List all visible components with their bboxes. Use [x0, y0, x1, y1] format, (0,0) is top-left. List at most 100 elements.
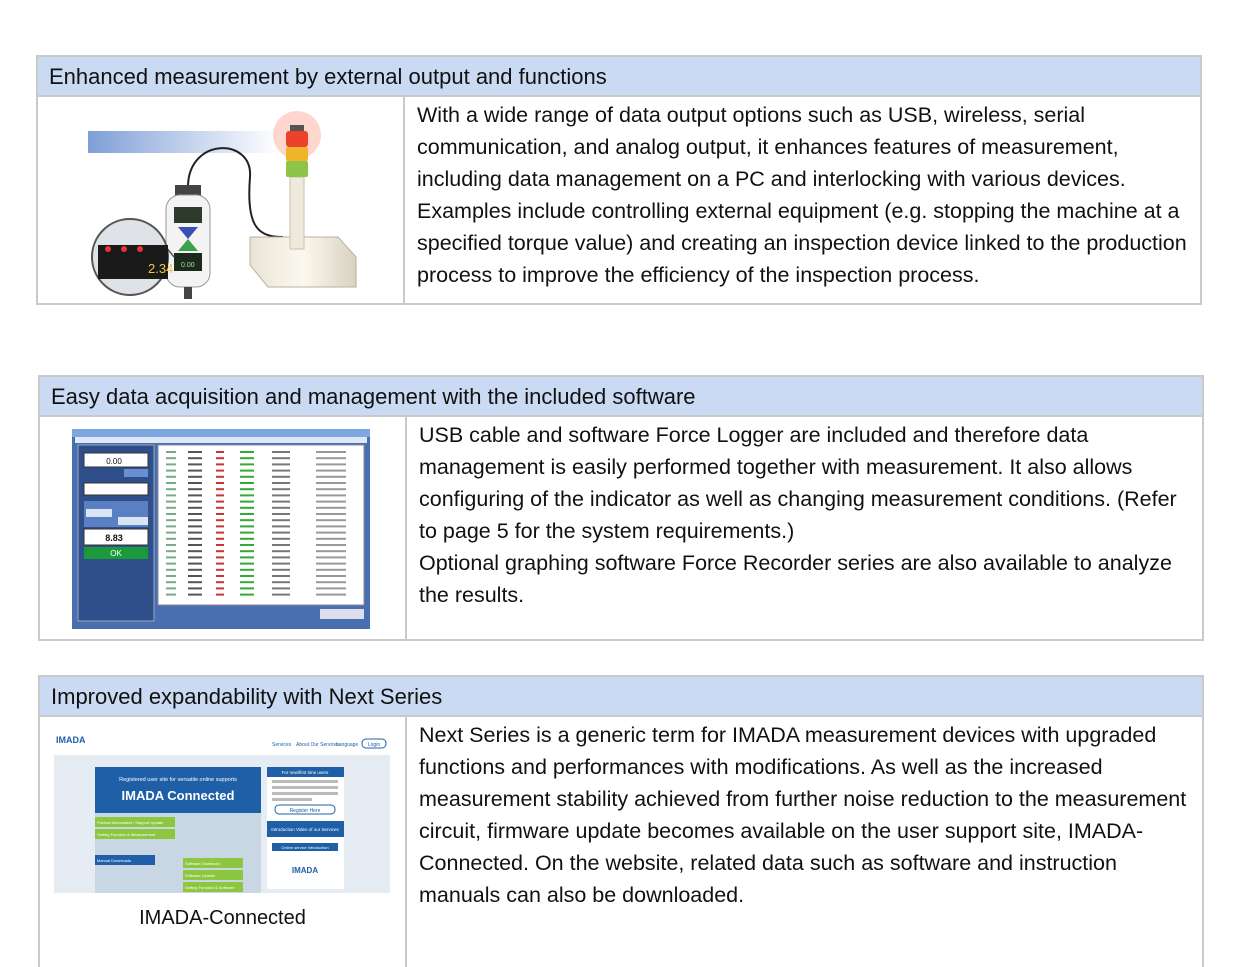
table-cell-mark [166, 513, 176, 515]
table-cell-mark [166, 494, 176, 497]
table-cell-mark [272, 451, 290, 453]
website-screenshot-cell: IMADA Services About Our Services Langua… [40, 717, 407, 967]
table-cell-mark [316, 593, 346, 596]
ok-indicator: OK [110, 549, 122, 558]
table-cell-mark [188, 451, 202, 453]
table-cell-mark [166, 544, 176, 546]
section-next-series: Improved expandability with Next Series … [38, 675, 1204, 967]
table-cell-mark [272, 581, 290, 584]
table-cell-mark [240, 562, 254, 565]
table-cell-mark [216, 556, 224, 559]
table-cell-mark [216, 475, 224, 478]
table-cell-mark [316, 531, 346, 534]
table-cell-mark [188, 500, 202, 503]
service-intro: Online service introduction [281, 845, 328, 850]
table-cell-mark [216, 469, 224, 472]
table-cell-mark [166, 593, 176, 596]
table-cell-mark [272, 550, 290, 553]
table-cell-mark [272, 556, 290, 559]
table-cell-mark [240, 482, 254, 484]
table-cell-mark [188, 587, 202, 590]
table-cell-mark [216, 581, 224, 584]
readout-value: 8.83 [105, 533, 123, 543]
cable [187, 147, 284, 238]
table-cell-mark [188, 469, 202, 472]
table-cell-mark [166, 556, 176, 559]
table-cell-mark [240, 575, 254, 577]
table-cell-mark [316, 581, 346, 584]
table-cell-mark [240, 457, 254, 460]
menu-item-6: Setting Function & Software [185, 885, 235, 890]
table-cell-mark [316, 469, 346, 472]
table-cell-mark [316, 500, 346, 503]
table-cell-mark [316, 525, 346, 528]
site-logo: IMADA [56, 735, 86, 745]
table-cell-mark [272, 482, 290, 484]
body-text-1: USB cable and software Force Logger are … [419, 423, 1177, 543]
table-cell-mark [188, 457, 202, 460]
table-cell-mark [316, 513, 346, 515]
table-cell-mark [240, 513, 254, 515]
table-cell-mark [272, 506, 290, 509]
table-cell-mark [316, 494, 346, 497]
video-link: Introduction Video of our Services [271, 827, 339, 832]
table-cell-mark [216, 537, 224, 540]
section-external-output: Enhanced measurement by external output … [36, 55, 1202, 305]
data-table [157, 444, 365, 606]
section-body: With a wide range of data output options… [405, 97, 1200, 303]
table-cell-mark [188, 537, 202, 540]
table-cell-mark [166, 537, 176, 540]
site-tagline: Registered user site for versatile onlin… [119, 777, 237, 783]
menu-item-4: Software Download [185, 861, 220, 866]
section-body: Next Series is a generic term for IMADA … [407, 717, 1202, 967]
table-cell-mark [272, 568, 290, 571]
menu-item-1: Product Information / Support Update [97, 820, 164, 825]
table-cell-mark [166, 581, 176, 584]
table-cell-mark [166, 575, 176, 577]
table-cell-mark [316, 451, 346, 453]
table-cell-mark [216, 550, 224, 553]
table-cell-mark [240, 556, 254, 559]
table-cell-mark [188, 519, 202, 522]
table-cell-mark [166, 562, 176, 565]
table-cell-mark [272, 531, 290, 534]
table-cell-mark [166, 469, 176, 472]
table-cell-mark [272, 463, 290, 466]
table-cell-mark [188, 475, 202, 478]
table-cell-mark [316, 506, 346, 509]
table-cell-mark [188, 494, 202, 497]
table-cell-mark [316, 537, 346, 540]
table-cell-mark [166, 506, 176, 509]
table-cell-mark [272, 575, 290, 577]
table-cell-mark [166, 463, 176, 466]
table-cell-mark [216, 457, 224, 460]
table-cell-mark [240, 531, 254, 534]
table-cell-mark [188, 544, 202, 546]
gradient-bar [88, 131, 278, 153]
nav-login: Login [368, 742, 380, 748]
table-cell-mark [166, 525, 176, 528]
table-cell-mark [316, 556, 346, 559]
table-cell-mark [316, 575, 346, 577]
nav-about: About Our Services [296, 742, 340, 748]
image-caption: IMADA-Connected [139, 907, 306, 929]
menu-item-5: Software Update [185, 873, 216, 878]
table-cell-mark [166, 482, 176, 484]
table-cell-mark [316, 568, 346, 571]
table-cell-mark [272, 513, 290, 515]
display-readout: 2.34 [148, 261, 173, 276]
table-cell-mark [240, 544, 254, 546]
table-cell-mark [188, 556, 202, 559]
table-cell-mark [216, 531, 224, 534]
table-cell-mark [240, 469, 254, 472]
section-body: USB cable and software Force Logger are … [407, 417, 1202, 639]
table-cell-mark [216, 494, 224, 497]
table-cell-mark [216, 519, 224, 522]
table-cell-mark [188, 482, 202, 484]
table-cell-mark [166, 500, 176, 503]
section-title: Improved expandability with Next Series [40, 677, 1202, 717]
amber-lamp [286, 147, 308, 161]
table-cell-mark [316, 587, 346, 590]
table-cell-mark [188, 525, 202, 528]
table-cell-mark [188, 575, 202, 577]
